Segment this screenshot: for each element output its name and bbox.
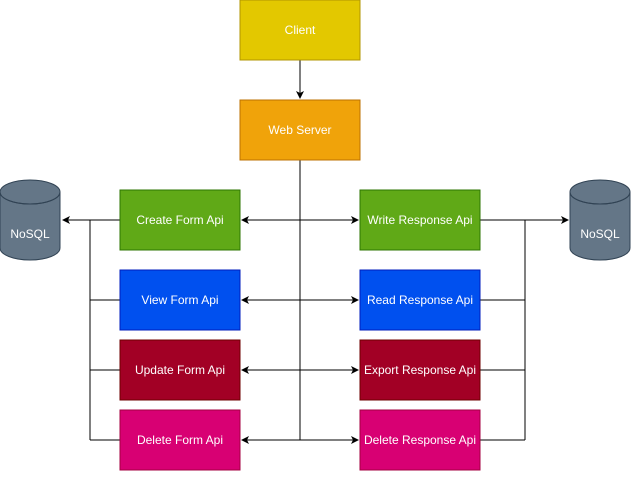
database-icon — [569, 179, 631, 261]
node-nosql-right[interactable]: NoSQL — [569, 179, 631, 261]
node-update-form-api[interactable]: Update Form Api — [119, 339, 241, 401]
node-write-response-api[interactable]: Write Response Api — [359, 189, 481, 251]
node-update-form-api-label: Update Form Api — [135, 363, 225, 377]
node-web-server[interactable]: Web Server — [239, 99, 361, 161]
node-delete-form-api-label: Delete Form Api — [137, 433, 223, 447]
node-export-response-api[interactable]: Export Response Api — [359, 339, 481, 401]
node-view-form-api[interactable]: View Form Api — [119, 269, 241, 331]
node-client-label: Client — [285, 23, 316, 37]
node-delete-response-api[interactable]: Delete Response Api — [359, 409, 481, 471]
node-read-response-api[interactable]: Read Response Api — [359, 269, 481, 331]
node-web-server-label: Web Server — [268, 123, 331, 137]
node-delete-form-api[interactable]: Delete Form Api — [119, 409, 241, 471]
node-nosql-right-label: NoSQL — [580, 227, 620, 241]
node-write-response-api-label: Write Response Api — [367, 213, 472, 227]
node-delete-response-api-label: Delete Response Api — [364, 433, 476, 447]
edges — [62, 60, 569, 444]
node-client[interactable]: Client — [239, 0, 361, 61]
node-view-form-api-label: View Form Api — [141, 293, 218, 307]
node-nosql-left[interactable]: NoSQL — [0, 179, 61, 261]
node-read-response-api-label: Read Response Api — [367, 293, 473, 307]
node-create-form-api[interactable]: Create Form Api — [119, 189, 241, 251]
node-nosql-left-label: NoSQL — [10, 227, 50, 241]
node-create-form-api-label: Create Form Api — [136, 213, 223, 227]
node-export-response-api-label: Export Response Api — [364, 363, 476, 377]
database-icon — [0, 179, 61, 261]
